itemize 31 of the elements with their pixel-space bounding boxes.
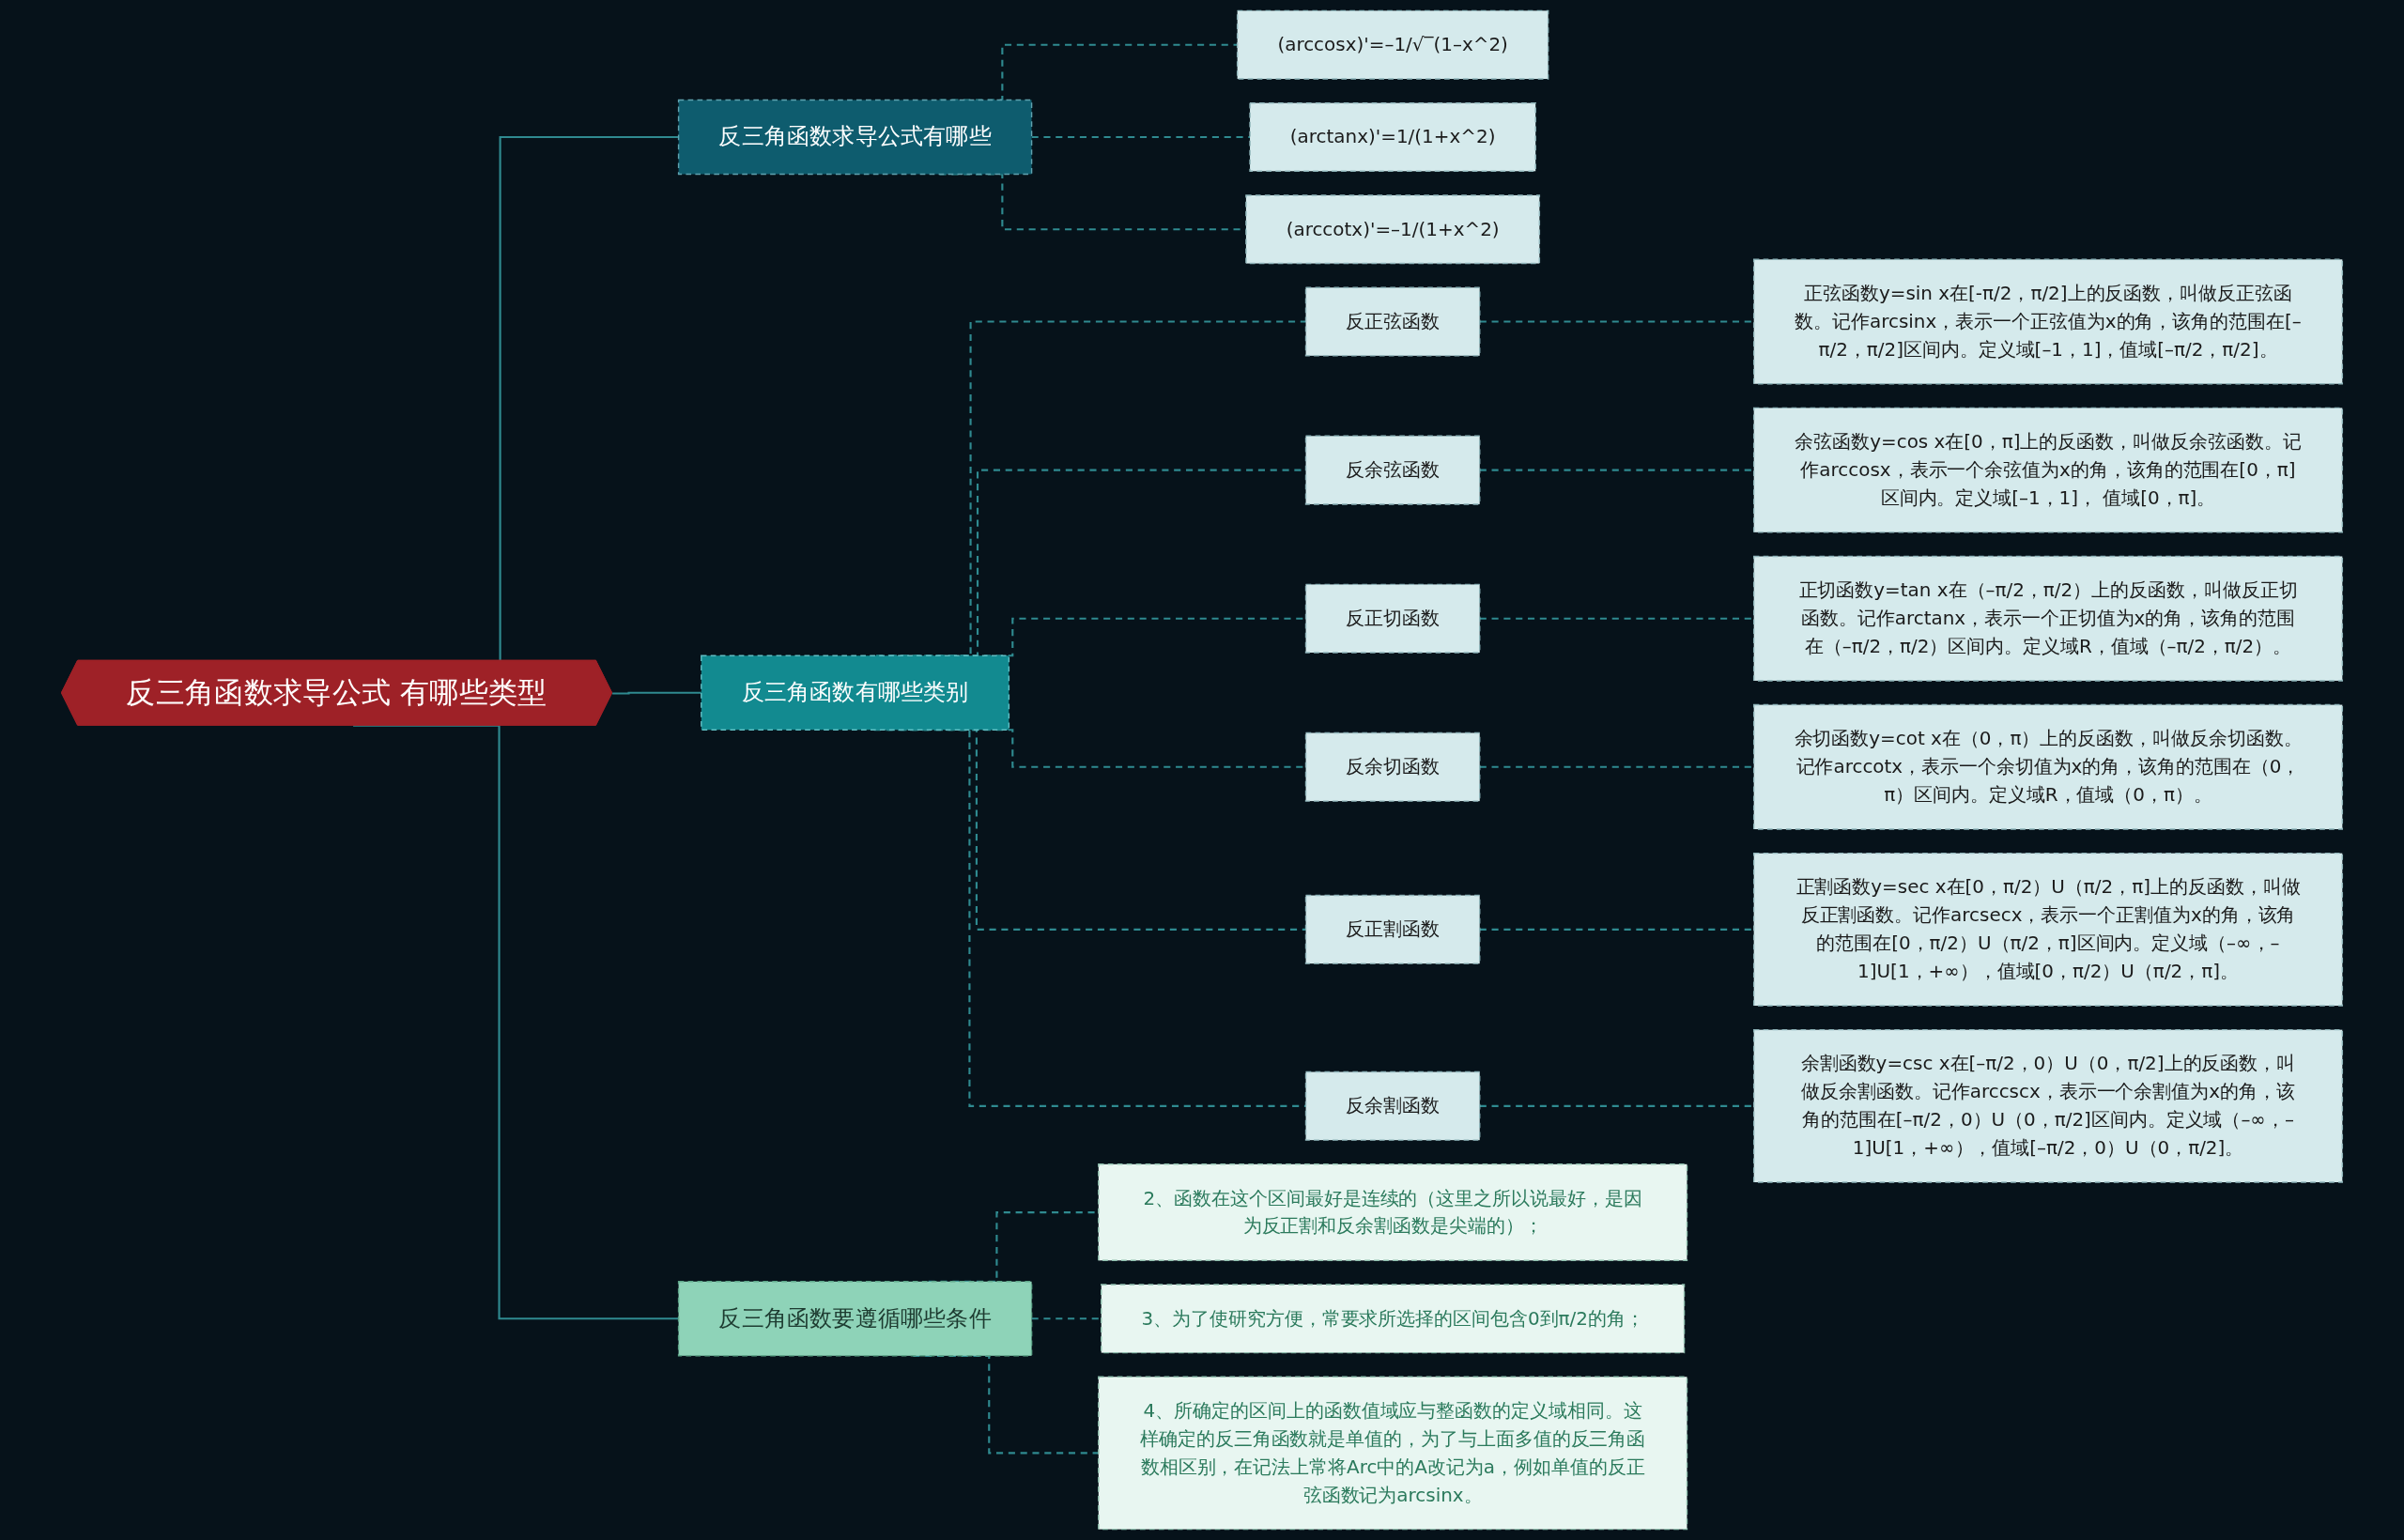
node-box: 3、为了使研究方便，常要求所选择的区间包含0到π/2的角； — [1101, 1284, 1686, 1354]
connector — [1479, 469, 1754, 471]
connector — [1479, 928, 1754, 931]
node-box: 余切函数y=cot x在（0，π）上的反函数，叫做反余切函数。记作arccotx，表示一个余切值为x的角，该角的范围在（0，π）区间内。定义域R，值域（0，π）。 — [1752, 703, 2344, 830]
node-box: 余弦函数y=cos x在[0，π]上的反函数，叫做反余弦函数。记作arccosx，表示一个余弦值为x的角，该角的范围在[0，π]区间内。定义域[–1，1]， 值域[0，π]。 — [1752, 407, 2344, 533]
node-box: 反余切函数 — [1304, 732, 1481, 802]
connector — [1479, 1104, 1754, 1107]
node-box: (arccotx)'=–1/(1+x^2) — [1245, 194, 1541, 265]
node-box: 反正切函数 — [1304, 583, 1481, 654]
node-box: 正切函数y=tan x在（–π/2，π/2）上的反函数，叫做反正切函数。记作arctanx，表示一个正切值为x的角，该角的范围在（–π/2，π/2）区间内。定义域R，值域（–π/2，π/2）。 — [1752, 555, 2344, 682]
node-box: 4、所确定的区间上的函数值域应与整函数的定义域相同。这样确定的反三角函数就是单值的，为了与上面多值的反三角函数相区别，在记法上常将Arc中的A改记为a，例如单值的反正弦函数记为arcsinx。 — [1098, 1376, 1688, 1531]
node-box: 反三角函数有哪些类别 — [701, 654, 1010, 731]
connector — [1031, 1317, 1102, 1320]
node-box: 反余割函数 — [1304, 1070, 1481, 1141]
node-box: 2、函数在这个区间最好是连续的（这里之所以说最好，是因为反正割和反余割函数是尖端的）； — [1098, 1163, 1688, 1262]
node-box: (arctanx)'=1/(1+x^2) — [1249, 101, 1536, 172]
node-box: 反余弦函数 — [1304, 435, 1481, 505]
connector — [353, 724, 679, 1320]
node-box: 反正弦函数 — [1304, 286, 1481, 357]
node-box: (arccosx)'=–1/√‾(1–x^2) — [1236, 9, 1549, 80]
node-box: 反三角函数要遵循哪些条件 — [677, 1281, 1033, 1357]
connector — [1479, 765, 1754, 768]
node-box: 反三角函数求导公式有哪些 — [677, 99, 1033, 176]
node-box: 正割函数y=sec x在[0，π/2）U（π/2，π]上的反函数，叫做反正割函数。记作arcsecx，表示一个正割值为x的角，该角的范围在[0，π/2）U（π/2，π]区间内。定义域（–∞，–1]U[1，+∞），值域[0，π/2）U（π/2，π]。 — [1752, 852, 2344, 1007]
node-box: 反正割函数 — [1304, 894, 1481, 964]
connector — [612, 691, 701, 695]
node-box: 正弦函数y=sin x在[-π/2，π/2]上的反函数，叫做反正弦函数。记作arcsinx，表示一个正弦值为x的角，该角的范围在[–π/2，π/2]区间内。定义域[–1，1]，值域[–π/2，π/2]。 — [1752, 258, 2344, 385]
connector — [1479, 320, 1754, 323]
connector — [1479, 617, 1754, 620]
node-box: 余割函数y=csc x在[–π/2，0）U（0，π/2]上的反函数，叫做反余割函数。记作arccscx，表示一个余割值为x的角，该角的范围在[–π/2，0）U（0，π/2]区间内。定义域（–∞，–1]U[1，+∞），值域[–π/2，0）U（0，π/2]。 — [1752, 1028, 2344, 1183]
connector — [1031, 135, 1251, 139]
